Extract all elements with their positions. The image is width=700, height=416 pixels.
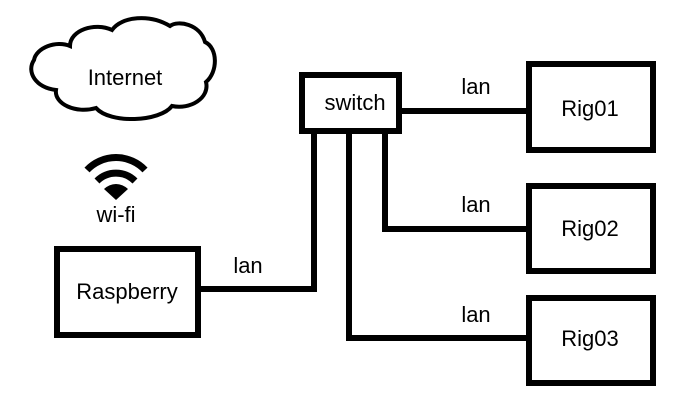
rig01-label: Rig01 [561, 96, 618, 121]
raspberry-label: Raspberry [76, 279, 177, 304]
node-switch: switch [299, 72, 402, 134]
link-label-switch-rig01: lan [461, 74, 490, 99]
link-switch-rig03 [346, 134, 526, 341]
node-rig03: Rig03 [526, 295, 656, 386]
cloud-icon [29, 16, 217, 121]
internet-cloud: Internet [29, 16, 217, 121]
link-label-raspberry-switch: lan [233, 253, 262, 278]
link-raspberry-switch [201, 134, 317, 292]
node-rig02: Rig02 [526, 183, 656, 274]
wifi-label: wi-fi [95, 202, 135, 227]
rig02-label: Rig02 [561, 216, 618, 241]
link-label-switch-rig03: lan [461, 302, 490, 327]
link-label-switch-rig02: lan [461, 192, 490, 217]
rig03-label: Rig03 [561, 326, 618, 351]
node-raspberry: Raspberry [54, 246, 201, 338]
wifi-icon [84, 154, 148, 200]
switch-label: switch [324, 90, 385, 115]
node-rig01: Rig01 [526, 61, 656, 153]
link-switch-rig02 [382, 134, 526, 232]
internet-label: Internet [88, 65, 163, 90]
